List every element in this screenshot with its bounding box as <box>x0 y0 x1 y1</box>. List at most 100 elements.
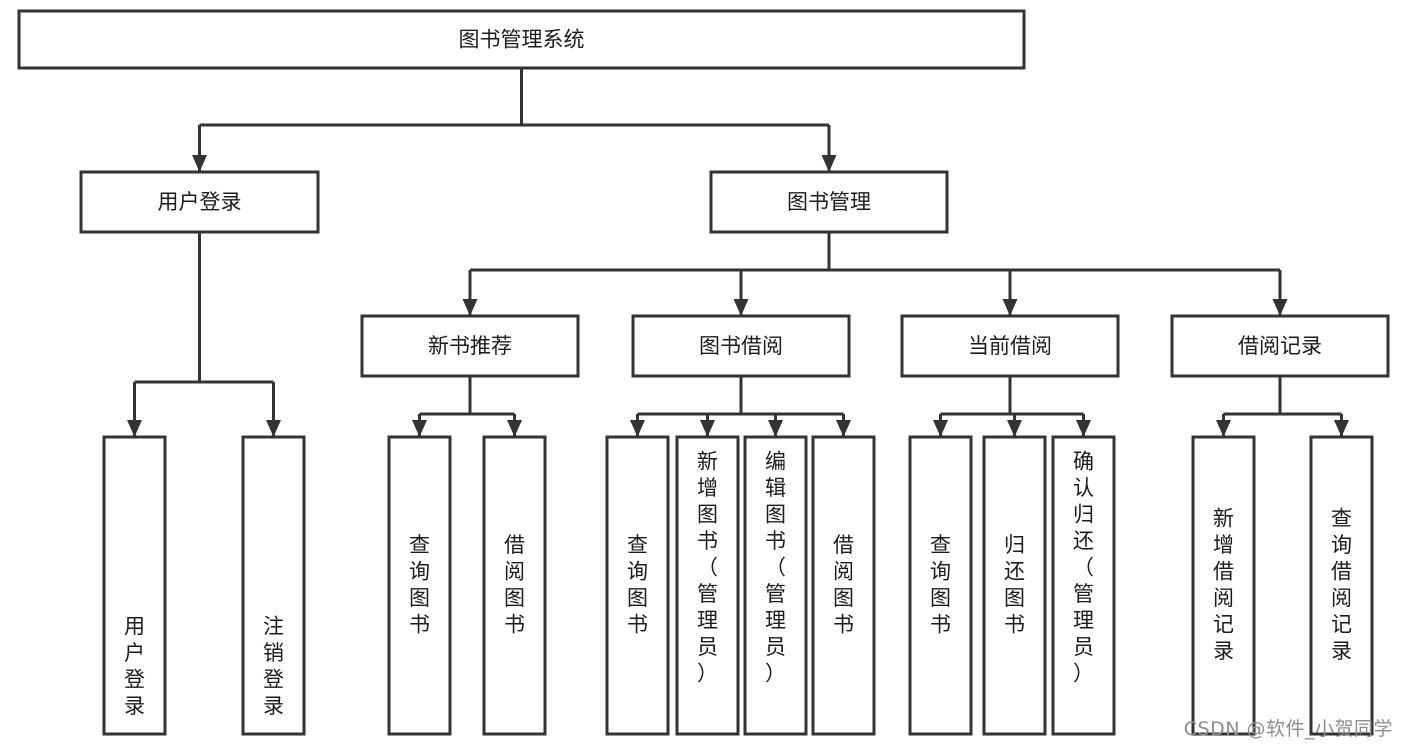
node-label-char: 还 <box>1073 529 1094 553</box>
node-label-char: 书 <box>504 612 525 636</box>
edge-group-root <box>192 68 837 172</box>
node-label-char: 图 <box>504 586 525 610</box>
node-box <box>102 435 167 736</box>
node-label-char: 询 <box>409 559 430 583</box>
node-label-char: 图 <box>1004 586 1025 610</box>
node-label-char: 询 <box>627 559 648 583</box>
node-label: 图书借阅 <box>699 334 783 358</box>
node-label-char: （ <box>1073 555 1094 579</box>
edge-group-user-login <box>127 232 281 437</box>
node-label-char: 理 <box>1073 608 1094 632</box>
node-label-char: 查 <box>409 533 430 557</box>
node-label-char: 阅 <box>833 559 854 583</box>
arrow-head-icon <box>821 155 837 172</box>
node-label-char: 录 <box>1331 639 1352 663</box>
node-box <box>1170 314 1390 378</box>
arrow-head-icon <box>412 420 427 437</box>
node-box <box>1051 435 1116 736</box>
edge-group-borrow-record <box>1216 376 1349 437</box>
node-label: 用户登录 <box>158 190 242 214</box>
node-label-char: 注 <box>263 614 284 638</box>
node-label-char: 图 <box>697 502 718 526</box>
node-label-char: ） <box>1073 661 1094 685</box>
node-box <box>1191 435 1256 736</box>
node-label-char: 书 <box>930 612 951 636</box>
node-label-char: 记 <box>1331 612 1352 636</box>
edge-group-book-borrow <box>630 376 851 437</box>
node-label-char: 归 <box>1004 533 1025 557</box>
node-label-char: ） <box>697 661 718 685</box>
node-label-char: 增 <box>1213 533 1234 557</box>
node-label-char: 录 <box>1213 639 1234 663</box>
node-box <box>79 170 320 234</box>
arrow-head-icon <box>933 420 948 437</box>
node-label-char: 员 <box>765 635 786 659</box>
node-label: 借阅记录 <box>1238 334 1322 358</box>
node-label-char: 书 <box>833 612 854 636</box>
arrow-head-icon <box>700 420 715 437</box>
node-label-char: 书 <box>627 612 648 636</box>
arrow-head-icon <box>1007 420 1022 437</box>
node-label-char: 增 <box>697 476 718 500</box>
node-leaf-user-login[interactable]: 用户登录 <box>102 435 167 736</box>
node-label-char: 借 <box>1213 559 1234 583</box>
node-layer: 图书管理系统用户登录图书管理新书推荐图书借阅当前借阅借阅记录用户登录注销登录查询… <box>17 9 1390 736</box>
node-label-char: 员 <box>1073 635 1094 659</box>
node-label: 当前借阅 <box>968 334 1052 358</box>
edge-group-book-manage <box>462 232 1288 316</box>
arrow-head-icon <box>266 420 281 437</box>
node-label: 新书推荐 <box>428 334 512 358</box>
node-box <box>360 314 580 378</box>
node-label: 图书管理系统 <box>459 28 585 52</box>
node-label-char: 登 <box>124 667 145 691</box>
node-box <box>17 9 1026 70</box>
node-label-char: 用 <box>124 614 145 638</box>
node-label-char: 新 <box>1213 506 1234 530</box>
node-label-char: 书 <box>409 612 430 636</box>
node-label-char: 阅 <box>1331 586 1352 610</box>
node-borrow-record[interactable]: 借阅记录 <box>1170 314 1390 378</box>
node-label-char: 查 <box>627 533 648 557</box>
node-label-char: 询 <box>1331 533 1352 557</box>
node-label-char: 员 <box>697 635 718 659</box>
node-label-char: 销 <box>263 641 284 665</box>
node-label-char: （ <box>697 555 718 579</box>
node-label-char: 理 <box>765 608 786 632</box>
node-label-char: 户 <box>124 641 145 665</box>
node-label-char: 认 <box>1073 476 1094 500</box>
node-label: 图书管理 <box>787 190 871 214</box>
node-label-char: 阅 <box>504 559 525 583</box>
node-root[interactable]: 图书管理系统 <box>17 9 1026 70</box>
node-label-char: 图 <box>409 586 430 610</box>
node-box <box>482 435 547 736</box>
arrow-head-icon <box>462 299 478 316</box>
node-box <box>675 435 740 736</box>
node-label-char: 辑 <box>765 476 786 500</box>
node-label-char: 借 <box>504 533 525 557</box>
node-label-char: 管 <box>697 582 718 606</box>
node-label-char: 还 <box>1004 559 1025 583</box>
node-current-borrow[interactable]: 当前借阅 <box>900 314 1120 378</box>
node-user-login[interactable]: 用户登录 <box>79 170 320 234</box>
node-book-manage[interactable]: 图书管理 <box>709 170 949 234</box>
node-box <box>631 314 851 378</box>
node-label-char: 查 <box>1331 506 1352 530</box>
edge-layer <box>127 68 1349 437</box>
arrow-head-icon <box>507 420 522 437</box>
node-book-borrow[interactable]: 图书借阅 <box>631 314 851 378</box>
node-new-book-recommend[interactable]: 新书推荐 <box>360 314 580 378</box>
node-box <box>743 435 808 736</box>
